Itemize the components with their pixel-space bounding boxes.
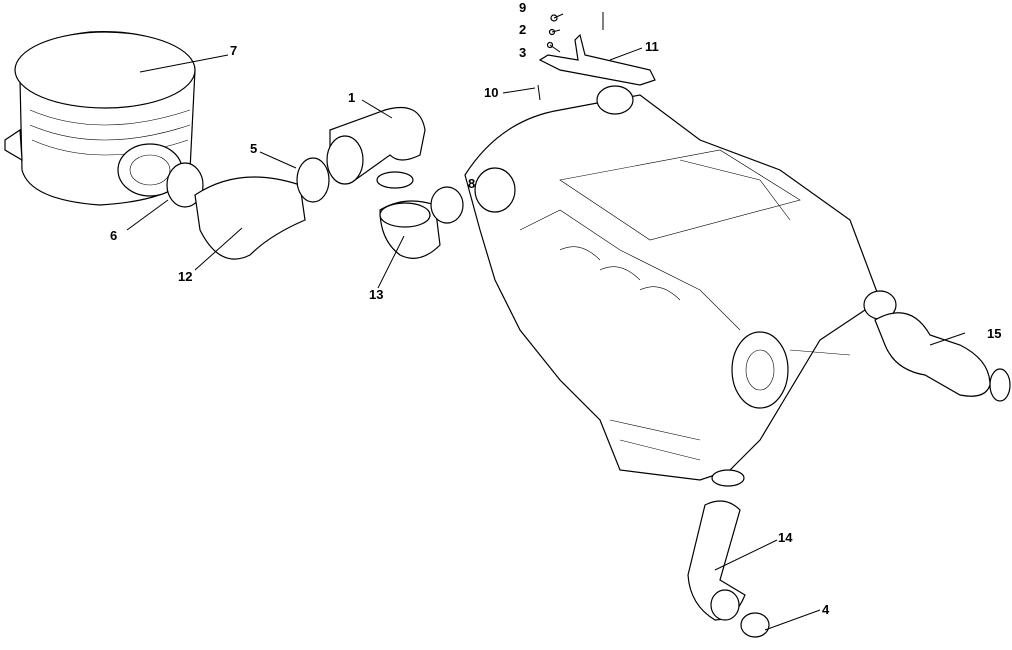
leader-lines — [126, 13, 966, 631]
callout-1: 1 — [348, 90, 355, 105]
callout-9: 9 — [519, 0, 526, 15]
clamp-part-5 — [296, 157, 330, 203]
callout-15: 15 — [987, 326, 1001, 341]
clamp-part-6 — [166, 162, 204, 208]
callout-10: 10 — [484, 85, 498, 100]
engine-assembly — [464, 85, 881, 481]
callout-2: 2 — [519, 22, 526, 37]
hose-elbow-12 — [194, 176, 306, 260]
bracket-11 — [538, 33, 656, 86]
callout-4: 4 — [822, 602, 830, 617]
callout-14: 14 — [778, 530, 793, 545]
air-filter-part — [4, 31, 196, 206]
bolt-10 — [537, 84, 541, 101]
callout-6: 6 — [110, 228, 117, 243]
callout-12: 12 — [178, 269, 192, 284]
callout-5: 5 — [250, 141, 257, 156]
callout-11: 11 — [645, 39, 659, 54]
clamp-part-8 — [430, 186, 464, 224]
clamp-part-4 — [740, 612, 770, 638]
callout-13: 13 — [369, 287, 383, 302]
pipe-end-ring — [326, 135, 364, 185]
callout-3: 3 — [519, 45, 526, 60]
hose-15 — [874, 312, 991, 397]
callout-7: 7 — [230, 43, 237, 58]
clamp-part — [376, 171, 414, 189]
callout-8: 8 — [468, 176, 475, 191]
